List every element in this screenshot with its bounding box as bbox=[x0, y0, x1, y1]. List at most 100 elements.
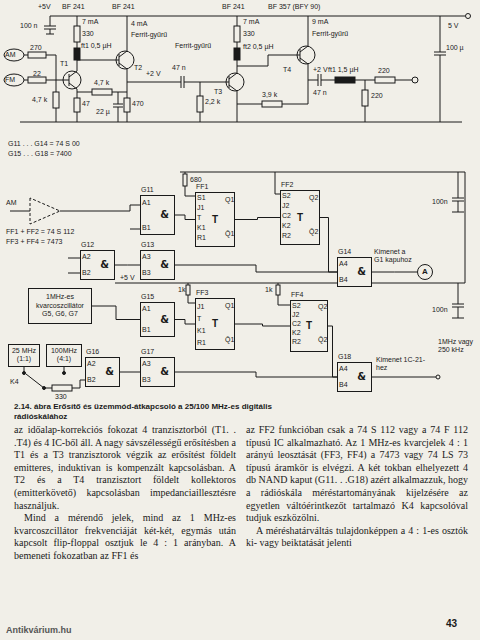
signal-label: B1 bbox=[142, 224, 151, 232]
part-designator: G13 bbox=[141, 241, 154, 248]
logic-wiring bbox=[10, 205, 140, 211]
node-text: 25 MHz (1:1) bbox=[11, 347, 37, 364]
logic-wiring bbox=[23, 372, 26, 375]
component-label: ft2 0,5 µH bbox=[243, 43, 274, 51]
amplifier-schematic bbox=[434, 16, 446, 122]
amplifier-schematic bbox=[77, 92, 127, 122]
component-label: 100 n bbox=[20, 22, 38, 30]
signal-label: G15 . . . G18 = 7400 bbox=[8, 150, 72, 158]
amplifier-schematic bbox=[308, 74, 412, 122]
signal-label: B4 bbox=[339, 381, 348, 389]
signal-label: A2 bbox=[82, 253, 91, 261]
signal-wire bbox=[235, 218, 280, 220]
body-paragraph: A méréshatárváltás tulajdonképpen a 4 : … bbox=[246, 525, 468, 550]
signal-wire bbox=[372, 272, 417, 273]
amplifier-schematic bbox=[4, 14, 471, 123]
signal-label: B1 bbox=[142, 326, 151, 334]
component-label: 2,2 k bbox=[205, 98, 220, 106]
component-label: BF 241 bbox=[62, 3, 85, 11]
signal-label: Q1 bbox=[225, 302, 234, 310]
component-label: +2 V bbox=[313, 66, 328, 74]
component-label: 4 mA bbox=[131, 20, 147, 28]
part-designator: G17 bbox=[141, 348, 154, 355]
signal-label: 100n bbox=[432, 306, 448, 314]
logic-wiring bbox=[452, 283, 464, 318]
component-label: 100 µ bbox=[446, 44, 464, 52]
logic-wiring bbox=[63, 372, 66, 375]
figure-caption: 2.14. ábra Erősítő és üzemmód-átkapcsoló… bbox=[14, 402, 314, 421]
amplifier-schematic bbox=[24, 55, 63, 122]
amplifier-schematic bbox=[234, 26, 240, 42]
signal-label: S1 bbox=[197, 194, 206, 202]
amplifier-schematic bbox=[74, 48, 80, 60]
signal-label: +5 V bbox=[120, 274, 135, 282]
signal-label: Q̄2 bbox=[318, 336, 327, 344]
component-label: 330 bbox=[82, 30, 94, 38]
component-label: T2 bbox=[134, 64, 142, 72]
node-text: 1MHz-es kvarcoszcillátor bbox=[31, 293, 89, 310]
signal-label: G11 . . . G14 = 74 S 00 bbox=[8, 140, 80, 148]
part-designator: FF4 bbox=[291, 291, 303, 298]
component-label: 5 V bbox=[448, 22, 459, 30]
signal-label: R2 bbox=[292, 338, 301, 346]
signal-label: B3 bbox=[142, 376, 151, 384]
logic-wiring bbox=[10, 172, 465, 391]
part-designator: FF2 bbox=[281, 181, 293, 188]
amplifier-schematic bbox=[4, 74, 24, 86]
signal-label: J2 bbox=[282, 202, 289, 210]
signal-label: Q̄1 bbox=[225, 230, 234, 238]
amplifier-schematic bbox=[237, 16, 308, 104]
component-label: 4,7 k bbox=[94, 79, 109, 87]
block-box: 25 MHz (1:1) bbox=[8, 344, 40, 367]
amplifier-schematic bbox=[28, 77, 46, 83]
signal-label: S2 bbox=[292, 302, 301, 310]
component-label: 3,9 k bbox=[262, 91, 277, 99]
signal-label: 100n bbox=[432, 198, 448, 206]
component-label: Ferrit-gyűrű bbox=[312, 30, 348, 38]
component-label: 7 mA bbox=[82, 18, 98, 26]
amplifier-schematic bbox=[197, 96, 203, 112]
component-label: 220 bbox=[378, 67, 390, 75]
signal-label: B2 bbox=[87, 376, 96, 384]
node-text: A bbox=[417, 264, 433, 280]
signal-label: Q2 bbox=[318, 303, 327, 311]
component-label: BF 241 bbox=[112, 3, 135, 11]
signal-wire bbox=[175, 265, 337, 272]
signal-label: B2 bbox=[82, 269, 91, 277]
signal-label: 680 bbox=[190, 176, 202, 184]
signal-wire bbox=[175, 372, 337, 377]
amplifier-schematic bbox=[262, 101, 282, 107]
component-label: 47 n bbox=[172, 64, 186, 72]
signal-label: T bbox=[197, 315, 201, 323]
signal-label: A2 bbox=[87, 360, 96, 368]
part-designator: G12 bbox=[81, 241, 94, 248]
amplifier-schematic bbox=[4, 49, 24, 61]
component-label: +5V bbox=[38, 3, 51, 11]
block-box: 100MHz (4:1) bbox=[46, 344, 82, 367]
logic-wiring bbox=[52, 385, 72, 391]
signal-label: K2 bbox=[292, 329, 301, 337]
component-label: +2 V bbox=[146, 70, 161, 78]
part-designator: G15 bbox=[141, 293, 154, 300]
amplifier-schematic bbox=[44, 16, 56, 34]
signal-label: FF1 + FF2 = 74 S 112 bbox=[6, 228, 74, 236]
node-text: G5, G6, G7 bbox=[31, 310, 89, 318]
amplifier-schematic bbox=[20, 16, 465, 122]
signal-wire bbox=[328, 326, 337, 377]
part-designator: FF1 bbox=[196, 183, 208, 190]
signal-label: R1 bbox=[197, 339, 206, 347]
component-label: T3 bbox=[214, 88, 222, 96]
component-label: FM bbox=[5, 76, 15, 84]
watermark: Antikvárium.hu bbox=[6, 625, 72, 635]
signal-label: S2 bbox=[282, 192, 291, 200]
terminal-circle bbox=[418, 265, 433, 280]
signal-label: C2 bbox=[292, 320, 301, 328]
signal-label: 1k bbox=[265, 286, 272, 294]
signal-label: Q̄1 bbox=[225, 336, 234, 344]
signal-wire bbox=[115, 265, 140, 266]
signal-label: T bbox=[197, 214, 201, 222]
component-label: Ferrit-gyűrű bbox=[175, 42, 211, 50]
component-label: AM bbox=[5, 51, 16, 59]
component-label: 4,7 k bbox=[32, 96, 47, 104]
